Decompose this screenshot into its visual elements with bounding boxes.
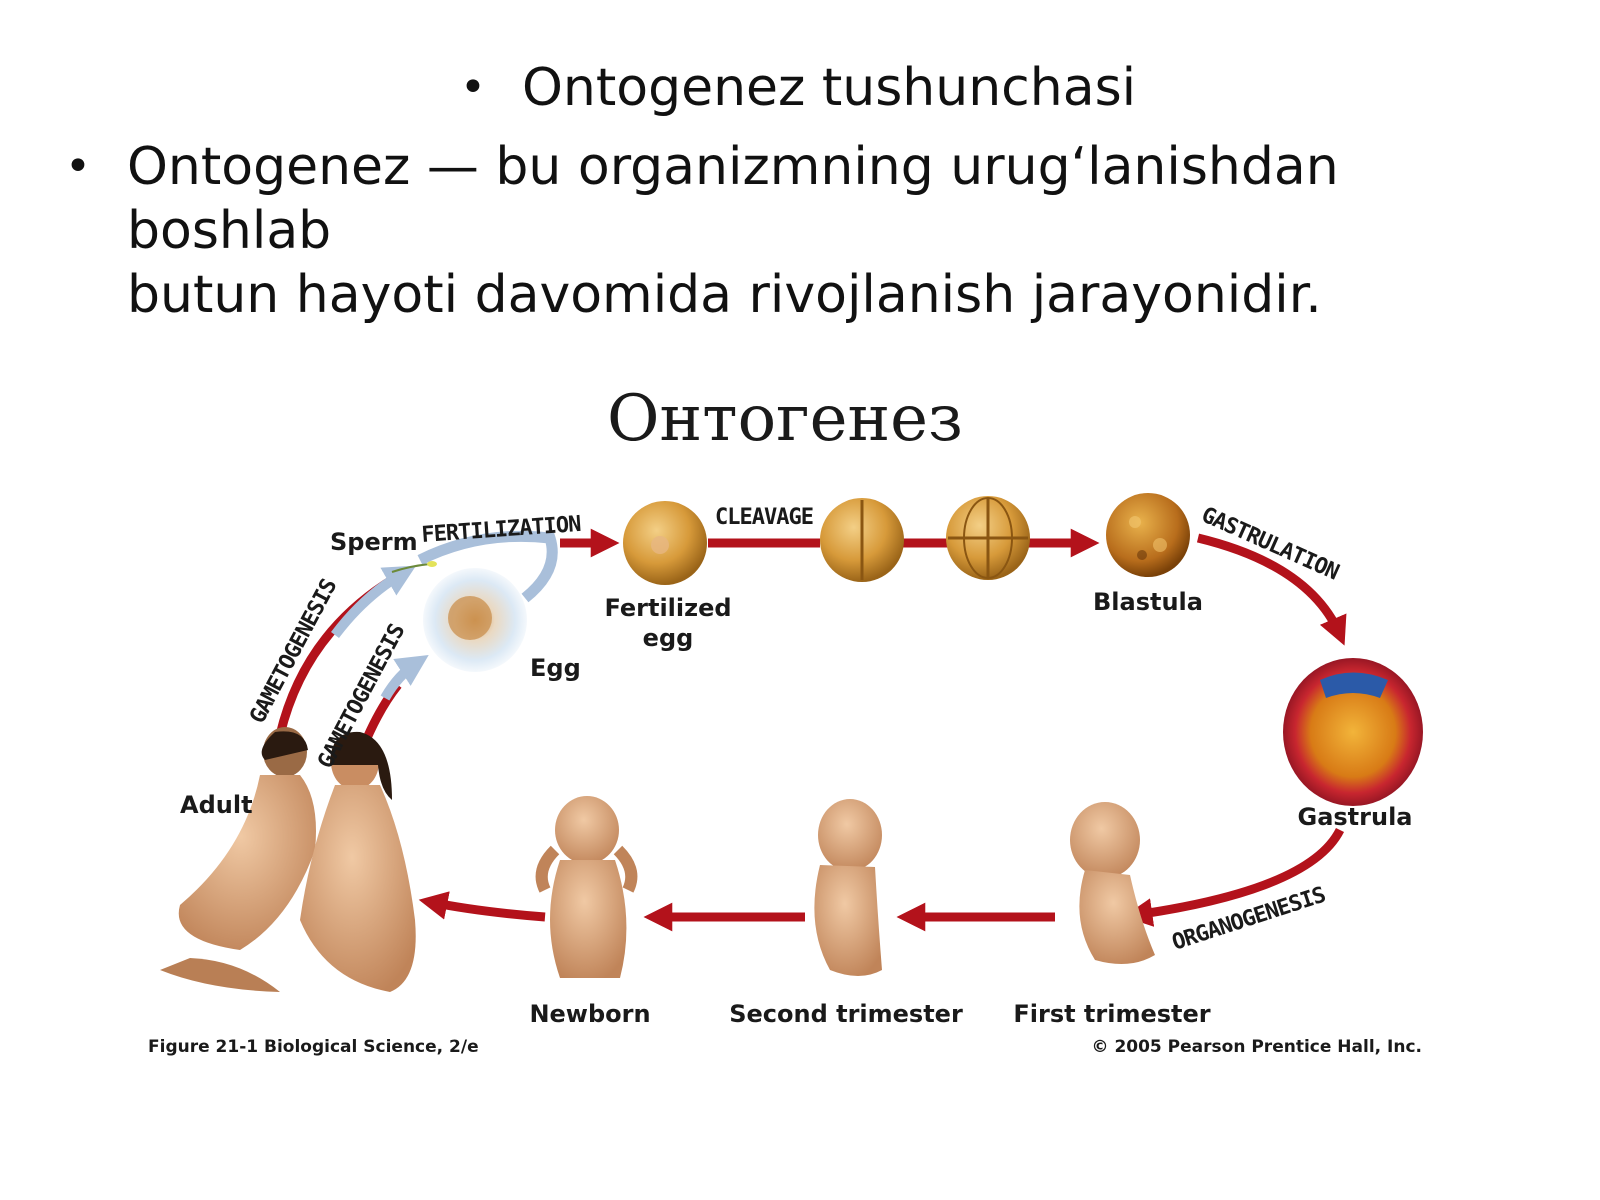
cleavage-furrow bbox=[963, 497, 1013, 579]
label-cleavage: CLEAVAGE bbox=[715, 505, 813, 530]
caption-copyright: © 2005 Pearson Prentice Hall, Inc. bbox=[1092, 1037, 1422, 1057]
slide-heading-bullet: • Ontogenez tushunchasi bbox=[460, 56, 1136, 120]
label-sperm: Sperm bbox=[330, 528, 418, 556]
blastula-texture bbox=[1129, 516, 1141, 528]
egg-nucleus bbox=[448, 596, 492, 640]
label-first-trimester: First trimester bbox=[1013, 1000, 1210, 1028]
arrow-gastrulation bbox=[1196, 533, 1347, 646]
gametogenesis-female-arrow bbox=[380, 655, 429, 701]
label-second-trimester: Second trimester bbox=[729, 1000, 963, 1028]
first-trimester-fetus bbox=[1070, 802, 1155, 964]
label-egg: Egg bbox=[530, 654, 581, 682]
label-blastula: Blastula bbox=[1093, 588, 1203, 616]
arrow-organogenesis bbox=[1123, 827, 1345, 927]
slide-heading: Ontogenez tushunchasi bbox=[522, 58, 1137, 118]
bullet-dot: • bbox=[460, 62, 486, 113]
label-newborn: Newborn bbox=[529, 1000, 650, 1028]
gastrula-blastopore bbox=[1320, 672, 1388, 698]
blastula-texture bbox=[1137, 550, 1147, 560]
ontogenesis-cycle-figure: Онтогенез bbox=[148, 382, 1423, 1057]
arrow-to-adult bbox=[418, 891, 546, 922]
definition-line-2: butun hayoti davomida rivojlanish jarayo… bbox=[127, 265, 1322, 325]
sperm-cell bbox=[391, 563, 431, 573]
label-fertilized-egg-2: egg bbox=[643, 624, 694, 652]
sperm-head bbox=[427, 561, 437, 567]
definition-bullet: • Ontogenez — bu organizmning urug‘lanis… bbox=[65, 135, 1545, 327]
figure-title: Онтогенез bbox=[607, 382, 963, 456]
fertilization-blue-arc bbox=[417, 530, 558, 603]
adult-couple bbox=[160, 727, 416, 992]
newborn-baby bbox=[535, 796, 638, 978]
label-adult: Adult bbox=[180, 791, 253, 819]
label-gastrula: Gastrula bbox=[1298, 803, 1413, 831]
gametogenesis-male-arrow bbox=[331, 565, 417, 639]
blastula-cell bbox=[1106, 493, 1190, 577]
second-trimester-fetus bbox=[814, 799, 882, 976]
gastrula-cell bbox=[1283, 658, 1423, 806]
fertilized-egg-nucleus bbox=[651, 536, 669, 554]
bullet-dot: • bbox=[65, 141, 91, 192]
definition-line-1: Ontogenez — bu organizmning urug‘lanishd… bbox=[127, 137, 1339, 261]
caption-figure: Figure 21-1 Biological Science, 2/e bbox=[148, 1037, 479, 1057]
label-fertilized-egg-1: Fertilized bbox=[604, 594, 731, 622]
blastula-texture bbox=[1153, 538, 1167, 552]
